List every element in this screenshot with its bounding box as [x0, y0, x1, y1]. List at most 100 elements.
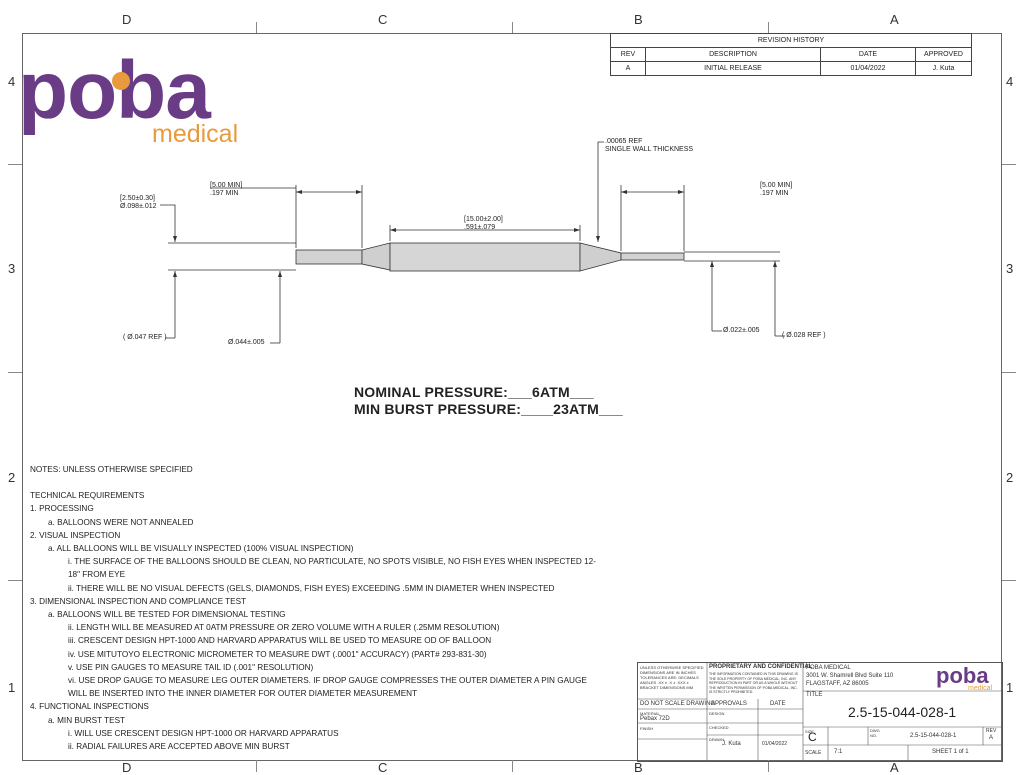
company-address-2: FLAGSTAFF, AZ 86005 — [806, 681, 869, 687]
zone-tick — [768, 760, 769, 772]
finish-label: FINISH — [640, 726, 654, 731]
notes-item: a. BALLOONS WERE NOT ANNEALED — [48, 517, 194, 527]
notes-header: NOTES: UNLESS OTHERWISE SPECIFIED — [30, 465, 193, 474]
notes-section-3: 3. DIMENSIONAL INSPECTION AND COMPLIANCE… — [30, 596, 247, 606]
title-block: UNLESS OTHERWISE SPECIFIED DIMENSIONS AR… — [637, 662, 1003, 762]
title-block-grid — [638, 663, 1002, 761]
right-leg-metric: [5.00 MIN] — [760, 182, 793, 189]
right-leg — [620, 252, 685, 261]
rev-cell-approved: J. Kuta — [915, 61, 972, 76]
notes-item: v. USE PIN GAUGES TO MEASURE TAIL ID (.0… — [68, 662, 314, 672]
notes-section-1: 1. PROCESSING — [30, 504, 94, 514]
size-label: SIZE — [805, 729, 814, 734]
zone-tick — [8, 372, 22, 373]
drawn-label: DRAWN — [709, 737, 724, 742]
zone-bottom-c: C — [378, 760, 388, 775]
left-id-metric: [2.50±0.30] — [120, 195, 155, 202]
body-length-metric: [15.00±2.00] — [464, 216, 503, 223]
zone-right-2: 2 — [1006, 470, 1014, 485]
drawn-by: J. Kuta — [722, 741, 741, 747]
zone-bottom-d: D — [122, 760, 132, 775]
rev-header-rev: REV — [610, 47, 646, 62]
notes-item: vi. USE DROP GAUGE TO MEASURE LEG OUTER … — [68, 676, 587, 686]
company-name: POBA MEDICAL — [806, 665, 851, 671]
design-label: DESIGN — [709, 711, 725, 716]
dwg-no-label: DWG NO. — [870, 728, 880, 738]
zone-top-c: C — [378, 12, 388, 27]
rev-header-description: DESCRIPTION — [645, 47, 821, 62]
rev-label: REV — [986, 728, 997, 734]
zone-top-a: A — [890, 12, 899, 27]
wall-thickness-ref: .00065 REF — [605, 138, 643, 145]
zone-left-4: 4 — [8, 74, 16, 89]
left-leg-metric: [5.00 MIN] — [210, 182, 243, 189]
zone-left-2: 2 — [8, 470, 16, 485]
notes-tech-requirements: TECHNICAL REQUIREMENTS — [30, 491, 145, 501]
logo-accent-dot — [112, 72, 130, 90]
left-od-tolerance: Ø.044±.005 — [228, 339, 265, 346]
drawn-date: 01/04/2022 — [762, 741, 788, 747]
drawing-title: 2.5-15-044-028-1 — [848, 704, 957, 720]
notes-item: a. BALLOONS WILL BE TESTED FOR DIMENSION… — [48, 610, 286, 620]
zone-tick — [8, 580, 22, 581]
zone-left-1: 1 — [8, 680, 16, 695]
zone-tick — [256, 22, 257, 33]
material-value: Pebax 72D — [640, 716, 670, 722]
company-address-1: 3001 W. Shamrell Blvd Suite 110 — [806, 673, 894, 679]
revision-history-table: REVISION HISTORY REV DESCRIPTION DATE AP… — [610, 33, 972, 76]
right-leg-imperial: .197 MIN — [760, 190, 789, 197]
approvals-header: APPROVALS — [711, 701, 747, 707]
notes-item: a. ALL BALLOONS WILL BE VISUALLY INSPECT… — [48, 544, 354, 554]
zone-right-1: 1 — [1006, 680, 1014, 695]
zone-tick — [1002, 580, 1016, 581]
notes-item: a. MIN BURST TEST — [48, 715, 126, 725]
notes-section-2: 2. VISUAL INSPECTION — [30, 530, 121, 540]
proprietary-text: THE INFORMATION CONTAINED IN THIS DRAWIN… — [709, 672, 798, 694]
zone-top-b: B — [634, 12, 643, 27]
rev-cell-rev: A — [610, 61, 646, 76]
right-od-ref: ( Ø.028 REF ) — [782, 332, 826, 339]
frame-left — [22, 33, 23, 760]
material-label: MATERIAL — [640, 711, 660, 716]
zone-left-3: 3 — [8, 261, 16, 276]
poba-medical-logo: poba medical — [18, 50, 268, 150]
zone-tick — [512, 22, 513, 33]
zone-tick — [768, 22, 769, 33]
frame-right — [1001, 33, 1002, 760]
tolerance-note: UNLESS OTHERWISE SPECIFIED DIMENSIONS AR… — [640, 665, 704, 690]
zone-tick — [512, 760, 513, 772]
notes-item: ii. THERE WILL BE NO VISUAL DEFECTS (GEL… — [68, 583, 555, 593]
notes-item: WILL BE INSERTED INTO THE INNER DIAMETER… — [68, 689, 418, 699]
do-not-scale-note: DO NOT SCALE DRAWING — [640, 701, 716, 707]
min-burst-pressure: MIN BURST PRESSURE:____23ATM___ — [354, 401, 623, 417]
left-cone — [361, 242, 391, 271]
rev-value: A — [989, 735, 994, 741]
title-block-logo: poba — [936, 663, 989, 688]
nominal-pressure: NOMINAL PRESSURE:___6ATM___ — [354, 384, 594, 400]
scale-label: SCALE — [805, 750, 822, 756]
zone-top-d: D — [122, 12, 132, 27]
rev-header-approved: APPROVED — [915, 47, 972, 62]
balloon-drawing — [160, 141, 785, 344]
body-length-imperial: .591±.079 — [464, 224, 496, 231]
rev-cell-date: 01/04/2022 — [820, 61, 916, 76]
zone-tick — [8, 164, 22, 165]
title-label: TITLE — [806, 692, 823, 698]
zone-bottom-a: A — [890, 760, 899, 775]
approvals-date-header: DATE — [770, 701, 786, 707]
notes-section-4: 4. FUNCTIONAL INSPECTIONS — [30, 702, 149, 712]
balloon-body — [389, 242, 581, 272]
title-block-logo-sub: medical — [968, 685, 993, 692]
frame-top — [22, 33, 1002, 34]
left-leg-imperial: .197 MIN — [210, 190, 239, 197]
zone-tick — [1002, 372, 1016, 373]
notes-item: iii. CRESCENT DESIGN HPT-1000 AND HARVAR… — [68, 636, 492, 646]
sheet-number: SHEET 1 of 1 — [932, 749, 969, 755]
notes-item: iv. USE MITUTOYO ELECTRONIC MICROMETER T… — [68, 649, 487, 659]
right-cone — [579, 242, 622, 272]
notes-item: 18" FROM EYE — [68, 570, 126, 580]
technical-notes: NOTES: UNLESS OTHERWISE SPECIFIED TECHNI… — [30, 463, 596, 753]
drawing-number: 2.5-15-044-028-1 — [910, 733, 957, 739]
left-od-ref: ( Ø.047 REF ) — [123, 334, 167, 341]
logo-wordmark: poba — [18, 45, 211, 136]
